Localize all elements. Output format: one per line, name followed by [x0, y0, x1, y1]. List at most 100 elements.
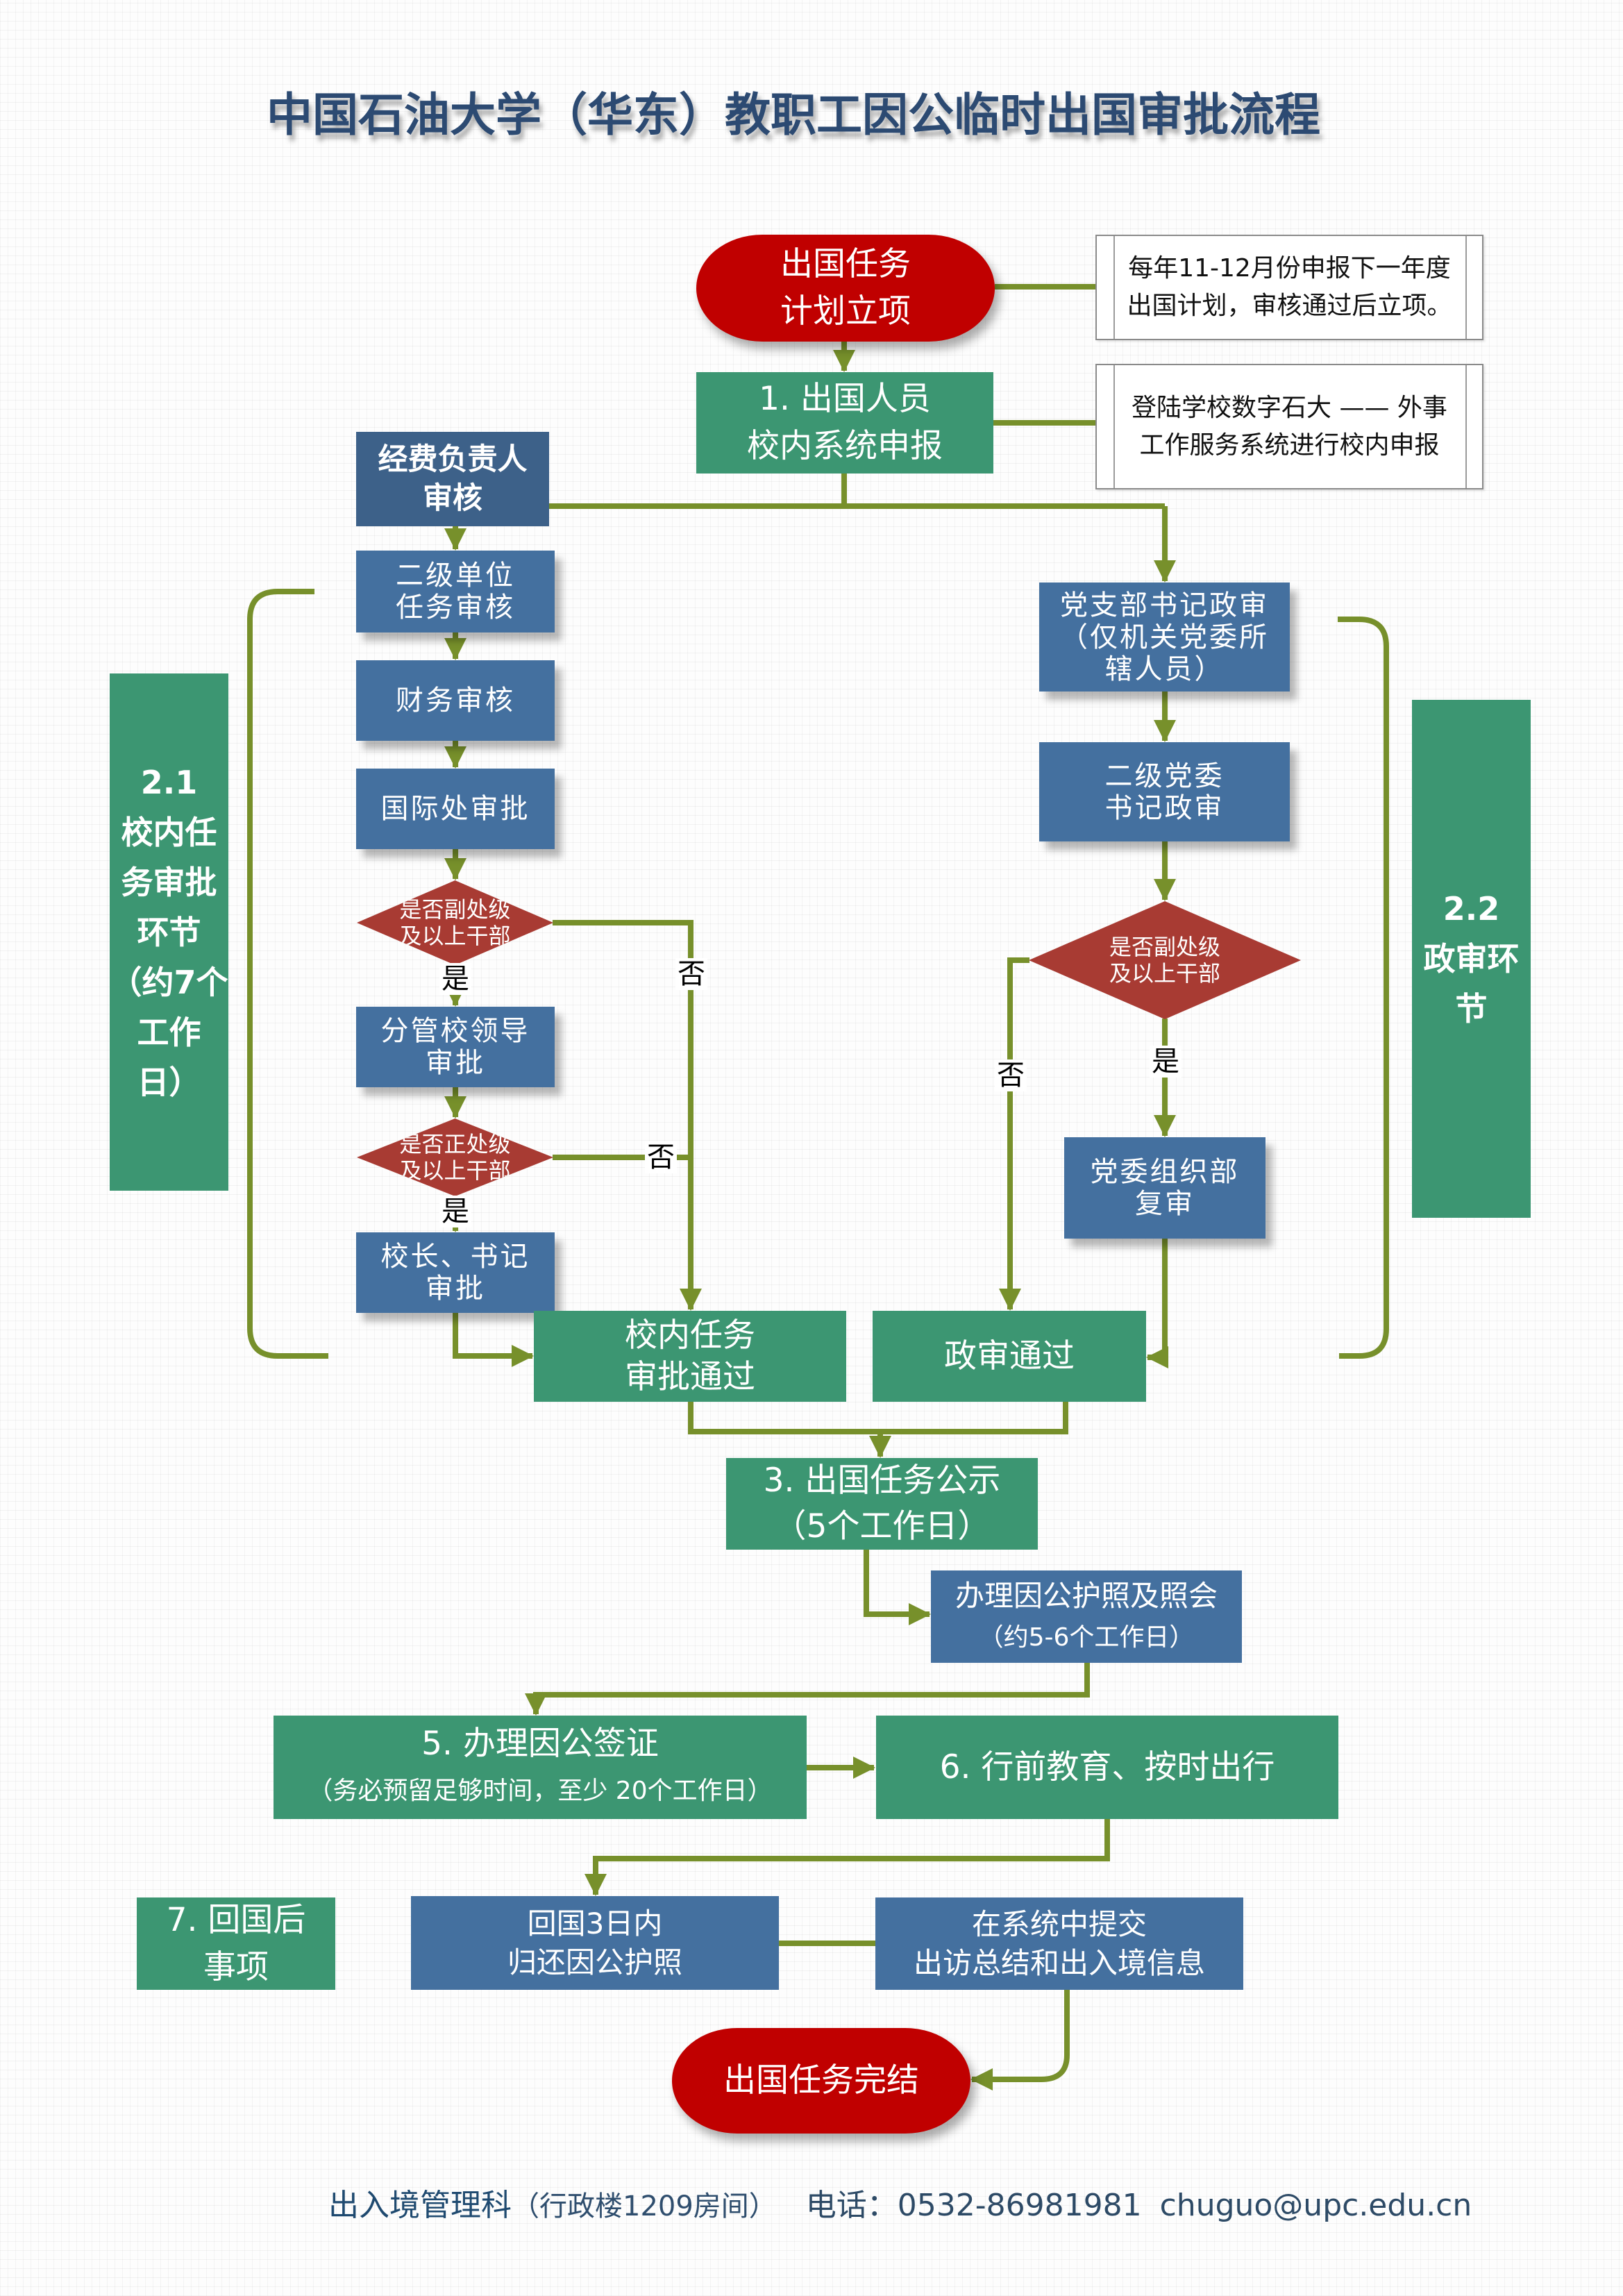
- footer-room: （行政楼1209房间）: [512, 2190, 777, 2222]
- party-branch-review-box: 党支部书记政审 （仅机关党委所 辖人员）: [1039, 583, 1290, 692]
- section-text-line: 日）: [137, 1063, 201, 1101]
- connector-president-to-campus-approved: [453, 1313, 534, 1367]
- node-text-line: 复审: [1135, 1188, 1195, 1220]
- return-passport-box: 回国3日内 归还因公护照: [411, 1896, 779, 1990]
- contact-footer: 出入境管理科（行政楼1209房间） 电话：0532-86981981 chuguo@…: [328, 2180, 1472, 2224]
- node-text-line: 辖人员）: [1104, 653, 1225, 685]
- end-terminator: 出国任务完结: [672, 2028, 970, 2134]
- section-text-line: 2.1: [140, 763, 198, 801]
- node-text-line: 办理因公护照及照会: [955, 1578, 1218, 1613]
- node-text-line: 党委组织部: [1090, 1156, 1240, 1188]
- node-text-line: 党支部书记政审: [1060, 589, 1269, 621]
- edge-label-yes: 是: [439, 963, 471, 995]
- step4-passport-box: 办理因公护照及照会 （约5-6个工作日）: [931, 1570, 1242, 1663]
- section-text-line: 务审批: [121, 863, 217, 901]
- node-text-line: 财务审核: [396, 685, 515, 717]
- president-approval-box: 校长、书记 审批: [356, 1232, 555, 1313]
- section-text-line: 工作: [137, 1013, 201, 1051]
- node-text-line: 审批: [426, 1273, 485, 1305]
- note-system-login: 登陆学校数字石大 —— 外事 工作服务系统进行校内申报: [1095, 364, 1483, 489]
- connector-passport-to-visa: [525, 1663, 1090, 1716]
- connector-step3-to-passport: [864, 1550, 931, 1625]
- section-text-line: 2.2: [1443, 890, 1500, 928]
- node-text-line: 校内系统申报: [747, 427, 943, 465]
- node-text-line: 1. 出国人员: [759, 380, 931, 418]
- submit-summary-box: 在系统中提交 出访总结和出入境信息: [875, 1897, 1243, 1990]
- finance-review-box: 财务审核: [356, 660, 555, 741]
- section-label-campus-review: 2.1 校内任 务审批 环节 （约7个 工作 日）: [110, 673, 228, 1191]
- node-text-line: 计划立项: [780, 292, 911, 330]
- node-text-line: 审批: [426, 1047, 485, 1079]
- edge-label-yes: 是: [439, 1196, 471, 1227]
- node-text-line: 5. 办理因公签证: [421, 1724, 659, 1763]
- node-text-line: 是否正处级: [399, 1131, 511, 1157]
- edge-label-no: 否: [645, 1141, 677, 1173]
- node-text-line: 事项: [203, 1947, 269, 1986]
- connector-merge-approvals: [688, 1402, 1068, 1434]
- bracket-campus-review: [247, 589, 328, 1359]
- node-text-line: 审批通过: [625, 1357, 755, 1396]
- political-approved-box: 政审通过: [873, 1311, 1146, 1402]
- section-text-line: （约7个: [110, 963, 228, 1001]
- node-text-line: （仅机关党委所: [1060, 621, 1269, 653]
- node-text-line: 及以上干部: [1109, 960, 1220, 987]
- footer-email: chuguo@upc.edu.cn: [1159, 2188, 1472, 2223]
- note-text-line: 出国计划，审核通过后立项。: [1127, 292, 1452, 320]
- leader-approval-box: 分管校领导 审批: [356, 1007, 555, 1087]
- funding-review-box: 经费负责人 审核: [356, 432, 549, 526]
- connector-summary-to-end: [970, 1990, 1070, 2090]
- campus-approved-box: 校内任务 审批通过: [534, 1311, 846, 1402]
- node-text-line: 政审通过: [944, 1336, 1075, 1375]
- footer-phone: 电话：0532-86981981: [805, 2188, 1142, 2223]
- node-text-line: 出国任务完结: [723, 2061, 919, 2100]
- node-text-line: 3. 出国任务公示: [763, 1461, 1001, 1500]
- connector-decision-deputy-no: [553, 920, 702, 1311]
- node-text-line: 归还因公护照: [507, 1945, 682, 1979]
- node-text-line: 校内任务: [625, 1316, 755, 1355]
- node-text-line: 书记政审: [1104, 791, 1225, 824]
- node-text-line: 出访总结和出入境信息: [913, 1945, 1205, 1980]
- node-text-line: 国际处审批: [380, 793, 530, 825]
- edge-label-no: 否: [675, 958, 707, 990]
- section-text-line: 校内任: [121, 813, 217, 851]
- node-text-line: （务必预留足够时间，至少 20个工作日）: [308, 1776, 773, 1805]
- step6-departure-box: 6. 行前教育、按时出行: [876, 1716, 1338, 1819]
- org-dept-review-box: 党委组织部 复审: [1064, 1137, 1265, 1239]
- section-text-line: 环节: [137, 913, 201, 951]
- node-text-line: 出国任务: [780, 245, 911, 283]
- node-text-line: 在系统中提交: [971, 1907, 1147, 1941]
- node-text-line: 6. 行前教育、按时出行: [939, 1748, 1275, 1786]
- intl-office-approval-box: 国际处审批: [356, 769, 555, 849]
- step7-return-box: 7. 回国后 事项: [137, 1897, 335, 1990]
- node-text-line: （约5-6个工作日）: [978, 1623, 1195, 1652]
- node-text-line: 7. 回国后: [166, 1900, 306, 1939]
- section-text-line: 政审环: [1423, 940, 1520, 978]
- node-text-line: 是否副处级: [399, 896, 511, 923]
- node-text-line: 分管校领导: [380, 1015, 530, 1047]
- note-text-line: 登陆学校数字石大 —— 外事: [1132, 393, 1447, 422]
- node-text-line: 回国3日内: [527, 1906, 663, 1941]
- party-committee-review-box: 二级党委 书记政审: [1039, 742, 1290, 841]
- step1-submit-box: 1. 出国人员 校内系统申报: [696, 372, 993, 474]
- section-text-line: 节: [1455, 990, 1488, 1028]
- section-label-political-review: 2.2 政审环 节: [1412, 700, 1531, 1218]
- footer-office: 出入境管理科: [328, 2188, 512, 2223]
- step5-visa-box: 5. 办理因公签证 （务必预留足够时间，至少 20个工作日）: [274, 1716, 807, 1819]
- note-text-line: 工作服务系统进行校内申报: [1139, 430, 1440, 460]
- edge-label-no: 否: [995, 1059, 1027, 1091]
- node-text-line: 二级党委: [1104, 760, 1225, 792]
- connectors: [247, 284, 1389, 2090]
- node-text-line: 审核: [423, 481, 482, 516]
- step3-publicity-box: 3. 出国任务公示 （5个工作日）: [726, 1458, 1038, 1550]
- page-title: 中国石油大学（华东）教职工因公临时出国审批流程: [267, 88, 1320, 142]
- note-text-line: 每年11-12月份申报下一年度: [1128, 254, 1451, 283]
- start-terminator: 出国任务 计划立项: [696, 235, 995, 342]
- connector-decision-right-no: [999, 957, 1029, 1311]
- connector-departure-to-return: [585, 1819, 1110, 1896]
- bracket-political-review: [1338, 617, 1389, 1359]
- node-text-line: 及以上干部: [399, 1157, 511, 1184]
- node-text-line: 是否副处级: [1109, 934, 1220, 960]
- node-text-line: （5个工作日）: [773, 1507, 991, 1545]
- note-annual-plan: 每年11-12月份申报下一年度 出国计划，审核通过后立项。: [1095, 235, 1483, 340]
- node-text-line: 二级单位: [396, 560, 515, 592]
